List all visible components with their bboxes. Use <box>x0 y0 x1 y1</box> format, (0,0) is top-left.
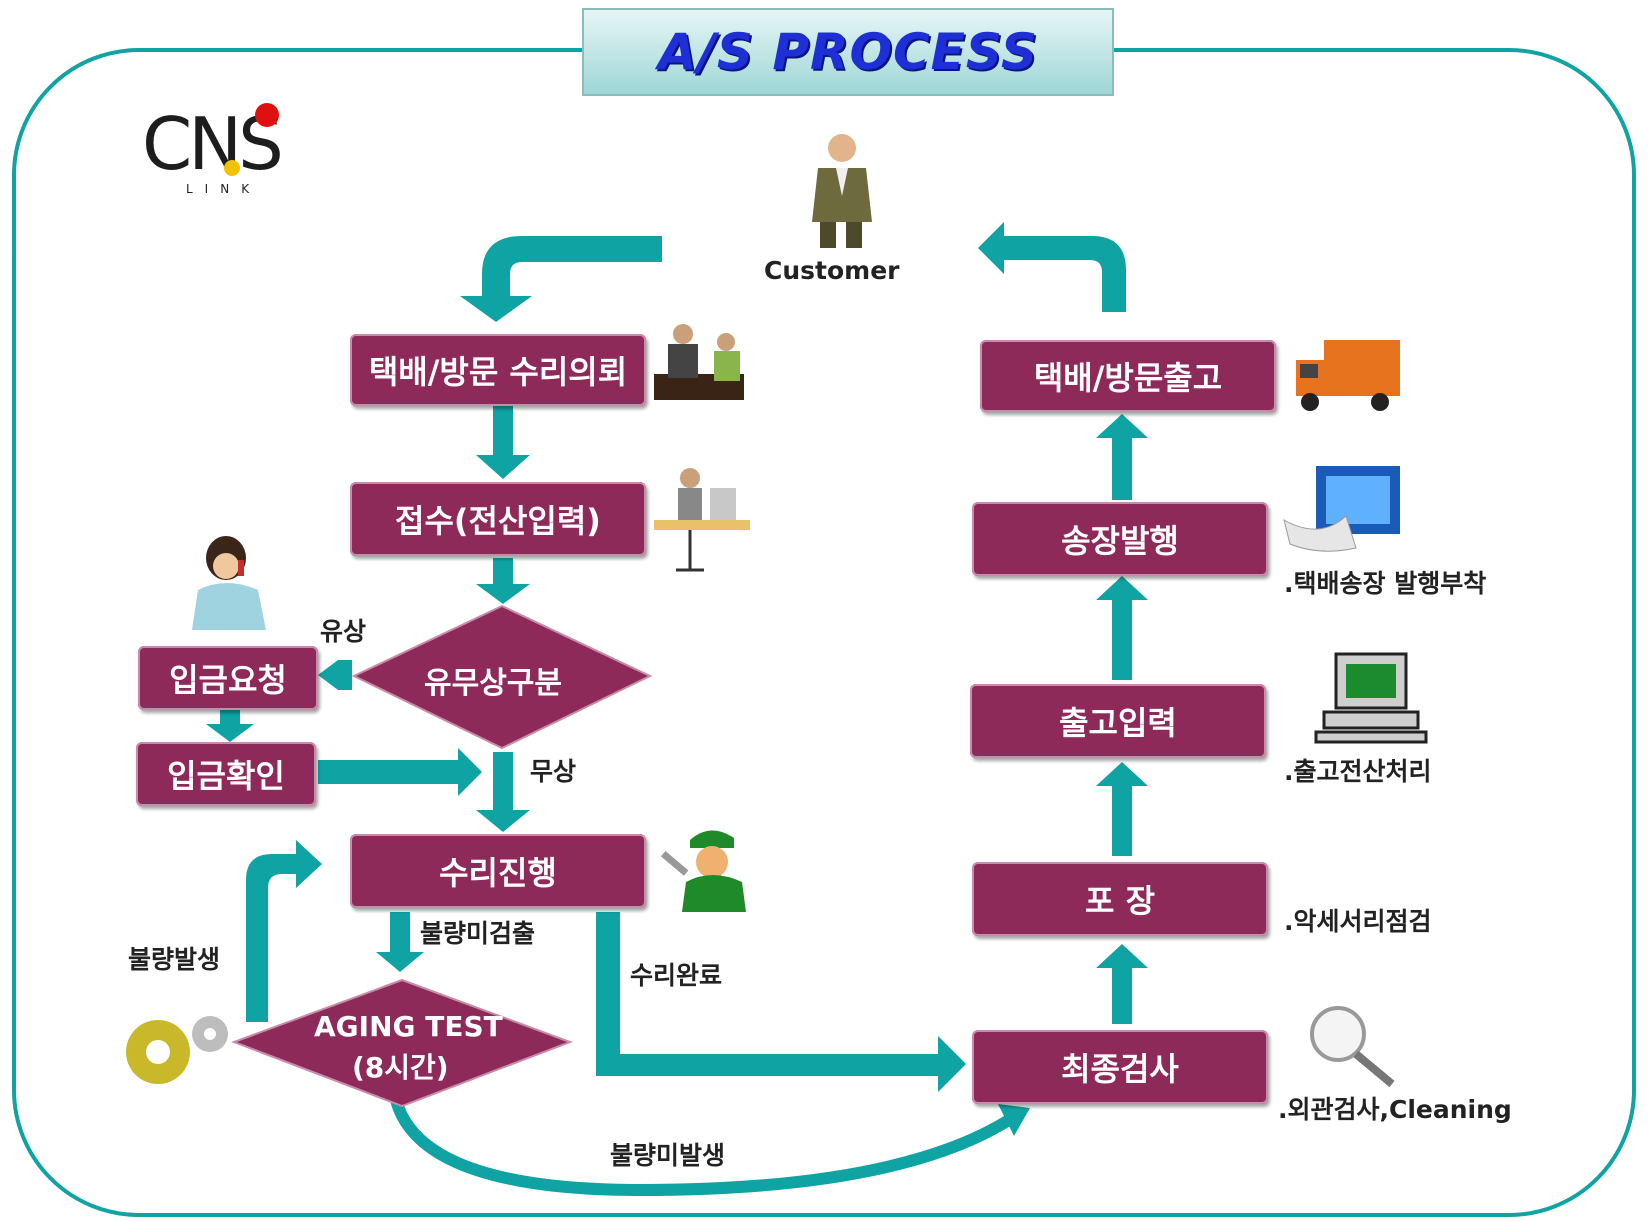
mechanic-icon <box>660 830 746 912</box>
edge-no-defect-found: 불량미검출 <box>420 919 536 948</box>
note-packing: .악세서리점검 <box>1284 907 1432 936</box>
phone-woman-icon <box>192 536 266 630</box>
arrow-aging-to-final-curve <box>390 1098 1016 1197</box>
step-payment-confirm: 입금확인 <box>136 742 316 806</box>
arrow-invoice-to-ship <box>1096 414 1148 500</box>
office-worker-icon <box>654 468 750 572</box>
step-repair-request: 택배/방문 수리의뢰 <box>350 334 646 406</box>
arrow-request-to-receipt <box>476 405 530 479</box>
arrow-repair-to-aging <box>376 912 424 972</box>
customer-person-icon <box>812 134 872 248</box>
arrow-packing-to-release <box>1096 762 1148 856</box>
aging-label-line2: (8시간) <box>352 1051 449 1084</box>
computer-icon <box>1314 652 1428 744</box>
arrow-aging-to-final-head <box>998 1104 1030 1136</box>
edge-repair-done: 수리완료 <box>630 961 723 990</box>
cns-link-logo: CNS LINK <box>142 100 312 200</box>
arrow-receipt-to-decision <box>476 558 530 604</box>
arrow-aging-to-repair-loop <box>246 840 322 1022</box>
logo-sub: LINK <box>186 182 262 196</box>
step-final-check: 최종검사 <box>972 1030 1268 1104</box>
arrow-payconfirm-to-main <box>318 748 482 796</box>
meeting-people-icon <box>654 324 744 400</box>
arrow-repair-to-finalcheck <box>596 912 966 1092</box>
note-release: .출고전산처리 <box>1284 757 1432 786</box>
aging-diamond <box>231 978 573 1108</box>
step-payment-request: 입금요청 <box>138 646 318 710</box>
arrow-customer-to-request <box>460 236 662 322</box>
step-repair-progress: 수리진행 <box>350 834 646 908</box>
logo-yellow-dot-icon <box>224 160 240 176</box>
logo-red-dot-icon <box>255 103 279 127</box>
arrow-decision-to-payrequest <box>318 660 352 690</box>
title-banner: A/S PROCESS <box>582 8 1114 96</box>
arrow-decision-to-repair <box>476 752 530 832</box>
edge-free: 무상 <box>530 757 577 786</box>
truck-icon <box>1296 340 1400 411</box>
arrow-ship-to-customer <box>978 222 1126 312</box>
step-shipping: 택배/방문출고 <box>980 340 1276 412</box>
note-invoice: .택배송장 발행부착 <box>1284 569 1487 598</box>
arrow-release-to-invoice <box>1096 576 1148 680</box>
monitor-print-icon <box>1283 466 1400 552</box>
note-final: .외관검사,Cleaning <box>1278 1095 1512 1124</box>
page-title: A/S PROCESS <box>657 23 1039 81</box>
aging-label-line1: AGING TEST <box>314 1010 503 1043</box>
decision-label: 유무상구분 <box>424 666 562 701</box>
arrow-payrequest-to-payconfirm <box>206 710 254 742</box>
edge-paid: 유상 <box>320 617 367 646</box>
step-invoice: 송장발행 <box>972 502 1268 576</box>
decision-diamond <box>351 604 653 750</box>
customer-label: Customer <box>764 256 900 285</box>
arrow-final-to-packing <box>1096 944 1148 1024</box>
step-packing: 포 장 <box>972 862 1268 936</box>
step-receipt-input: 접수(전산입력) <box>350 482 646 556</box>
edge-no-defect: 불량미발생 <box>610 1141 726 1170</box>
step-release-input: 출고입력 <box>970 684 1266 758</box>
magnifier-icon <box>1310 1006 1395 1088</box>
gears-icon <box>126 1016 228 1084</box>
edge-defect-occurred: 불량발생 <box>128 945 221 974</box>
